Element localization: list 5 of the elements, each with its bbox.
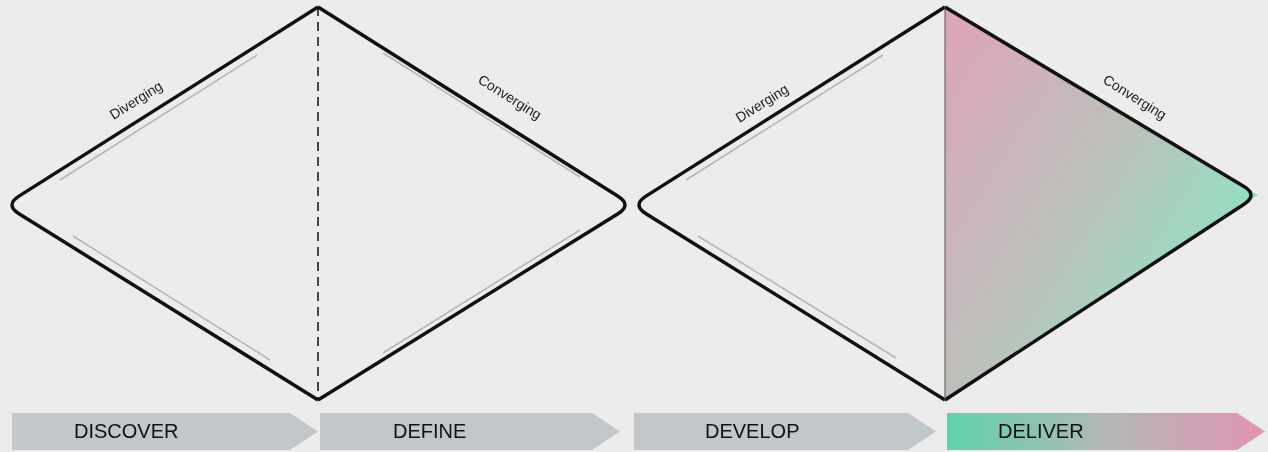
phase-banner: DEVELOP: [634, 413, 936, 450]
converging-triangle: [945, 7, 1258, 400]
phase-banner: DEFINE: [320, 413, 620, 450]
phase-banner: DELIVER: [947, 413, 1265, 450]
phase-banner: DISCOVER: [12, 413, 318, 450]
